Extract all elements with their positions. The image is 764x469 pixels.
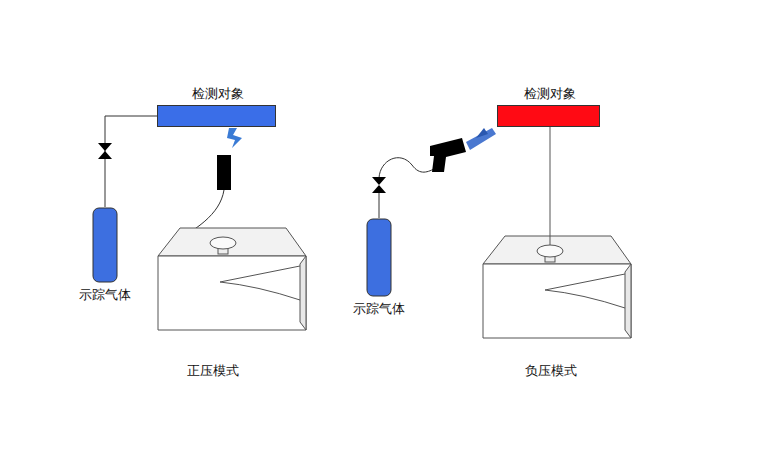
gas-line — [105, 116, 157, 207]
mode-caption: 正压模式 — [187, 363, 239, 379]
vacuum-line — [550, 127, 551, 245]
valve-symbol — [372, 177, 386, 193]
test-object-bar: 检测对象 — [497, 105, 600, 127]
cylinder-shape — [92, 207, 118, 283]
object-label: 检测对象 — [524, 86, 576, 102]
cylinder-shape — [366, 218, 392, 297]
gas-hose — [379, 158, 436, 218]
spray-gun — [430, 128, 496, 172]
valve-symbol — [98, 143, 112, 159]
leak-spark — [227, 128, 242, 148]
gas-label: 示踪气体 — [353, 301, 405, 317]
gas-cylinder: 示踪气体 — [92, 207, 118, 283]
gas-cylinder: 示踪气体 — [366, 218, 392, 297]
leak-detector — [158, 228, 306, 330]
object-label: 检测对象 — [192, 86, 244, 102]
mode-caption: 负压模式 — [525, 363, 577, 379]
gas-label: 示踪气体 — [79, 287, 131, 303]
test-object-bar: 检测对象 — [157, 105, 276, 127]
leak-detector — [483, 236, 631, 338]
sniffer-probe — [217, 155, 231, 190]
